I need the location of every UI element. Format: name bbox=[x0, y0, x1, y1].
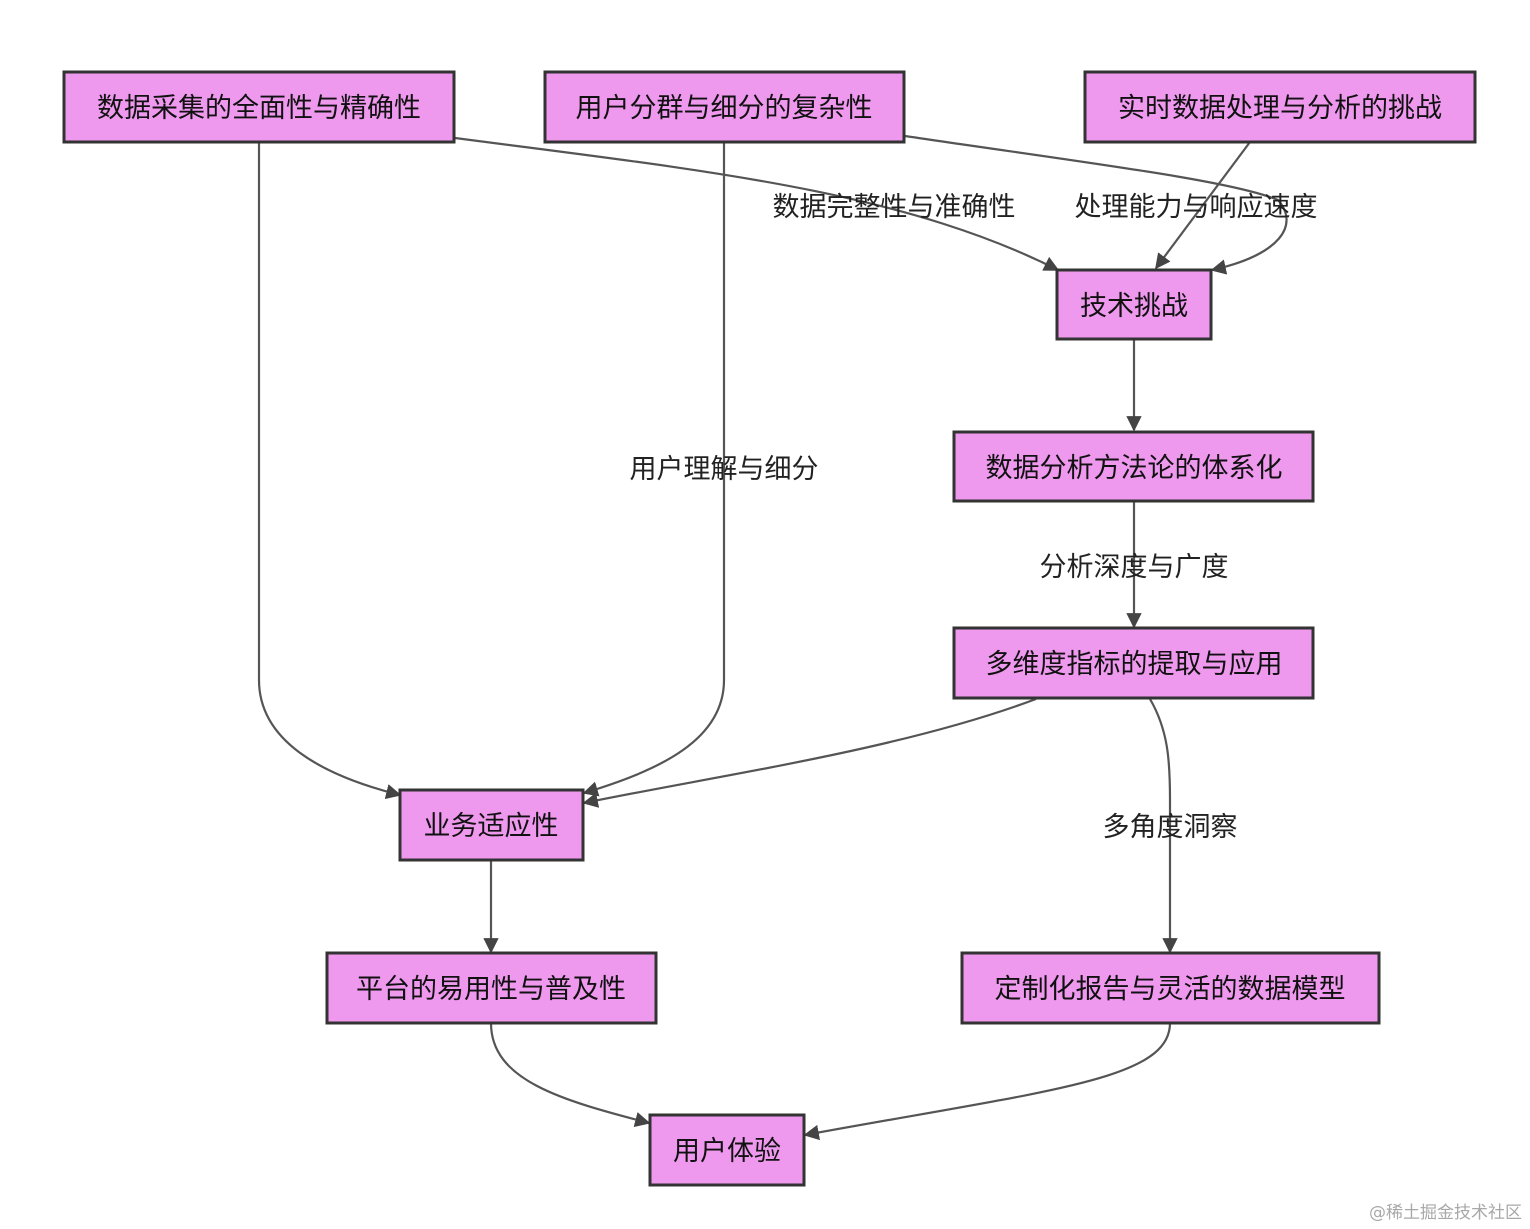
edge-realtime-processing-to-tech-challenge bbox=[1155, 141, 1251, 270]
node-business-fit: 业务适应性 bbox=[398, 788, 585, 862]
watermark: @稀土掘金技术社区 bbox=[1369, 1203, 1522, 1223]
edge-label-processing-capacity: 处理能力与响应速度 bbox=[1075, 192, 1318, 223]
edge-label-multi-angle: 多角度洞察 bbox=[1103, 812, 1238, 843]
node-methodology: 数据分析方法论的体系化 bbox=[952, 430, 1315, 503]
node-user-segmentation: 用户分群与细分的复杂性 bbox=[543, 70, 906, 144]
node-label: 业务适应性 bbox=[424, 811, 559, 842]
edge-data-collection-to-business-fit bbox=[257, 143, 402, 800]
node-label: 技术挑战 bbox=[1080, 291, 1188, 322]
node-label: 定制化报告与灵活的数据模型 bbox=[995, 974, 1346, 1005]
node-label: 数据分析方法论的体系化 bbox=[986, 453, 1283, 484]
node-data-collection: 数据采集的全面性与精确性 bbox=[62, 70, 456, 144]
node-custom-reports: 定制化报告与灵活的数据模型 bbox=[960, 951, 1381, 1025]
edge-platform-usability-to-user-experience bbox=[489, 1022, 651, 1127]
edge-user-segmentation-to-business-fit bbox=[582, 143, 726, 797]
edge-custom-reports-to-user-experience bbox=[803, 1022, 1172, 1141]
node-label: 平台的易用性与普及性 bbox=[356, 974, 626, 1005]
node-multi-metrics: 多维度指标的提取与应用 bbox=[952, 626, 1315, 700]
node-tech-challenge: 技术挑战 bbox=[1055, 268, 1213, 341]
node-user-experience: 用户体验 bbox=[648, 1113, 806, 1187]
node-platform-usability: 平台的易用性与普及性 bbox=[325, 951, 658, 1025]
node-label: 数据采集的全面性与精确性 bbox=[97, 93, 421, 124]
node-label: 多维度指标的提取与应用 bbox=[986, 649, 1283, 680]
edge-label-analysis-depth: 分析深度与广度 bbox=[1040, 552, 1229, 583]
edge-label-data-integrity: 数据完整性与准确性 bbox=[773, 192, 1016, 223]
edge-data-collection-to-tech-challenge bbox=[454, 136, 1060, 271]
edge-user-segmentation-to-tech-challenge bbox=[904, 134, 1288, 275]
node-label: 用户分群与细分的复杂性 bbox=[576, 93, 873, 124]
node-label: 实时数据处理与分析的挑战 bbox=[1118, 93, 1442, 124]
edge-multi-metrics-to-business-fit bbox=[582, 697, 1037, 808]
node-realtime-processing: 实时数据处理与分析的挑战 bbox=[1083, 70, 1477, 144]
node-label: 用户体验 bbox=[673, 1136, 781, 1167]
edge-multi-metrics-to-custom-reports bbox=[1149, 698, 1178, 954]
edge-label-user-understanding: 用户理解与细分 bbox=[630, 454, 819, 485]
